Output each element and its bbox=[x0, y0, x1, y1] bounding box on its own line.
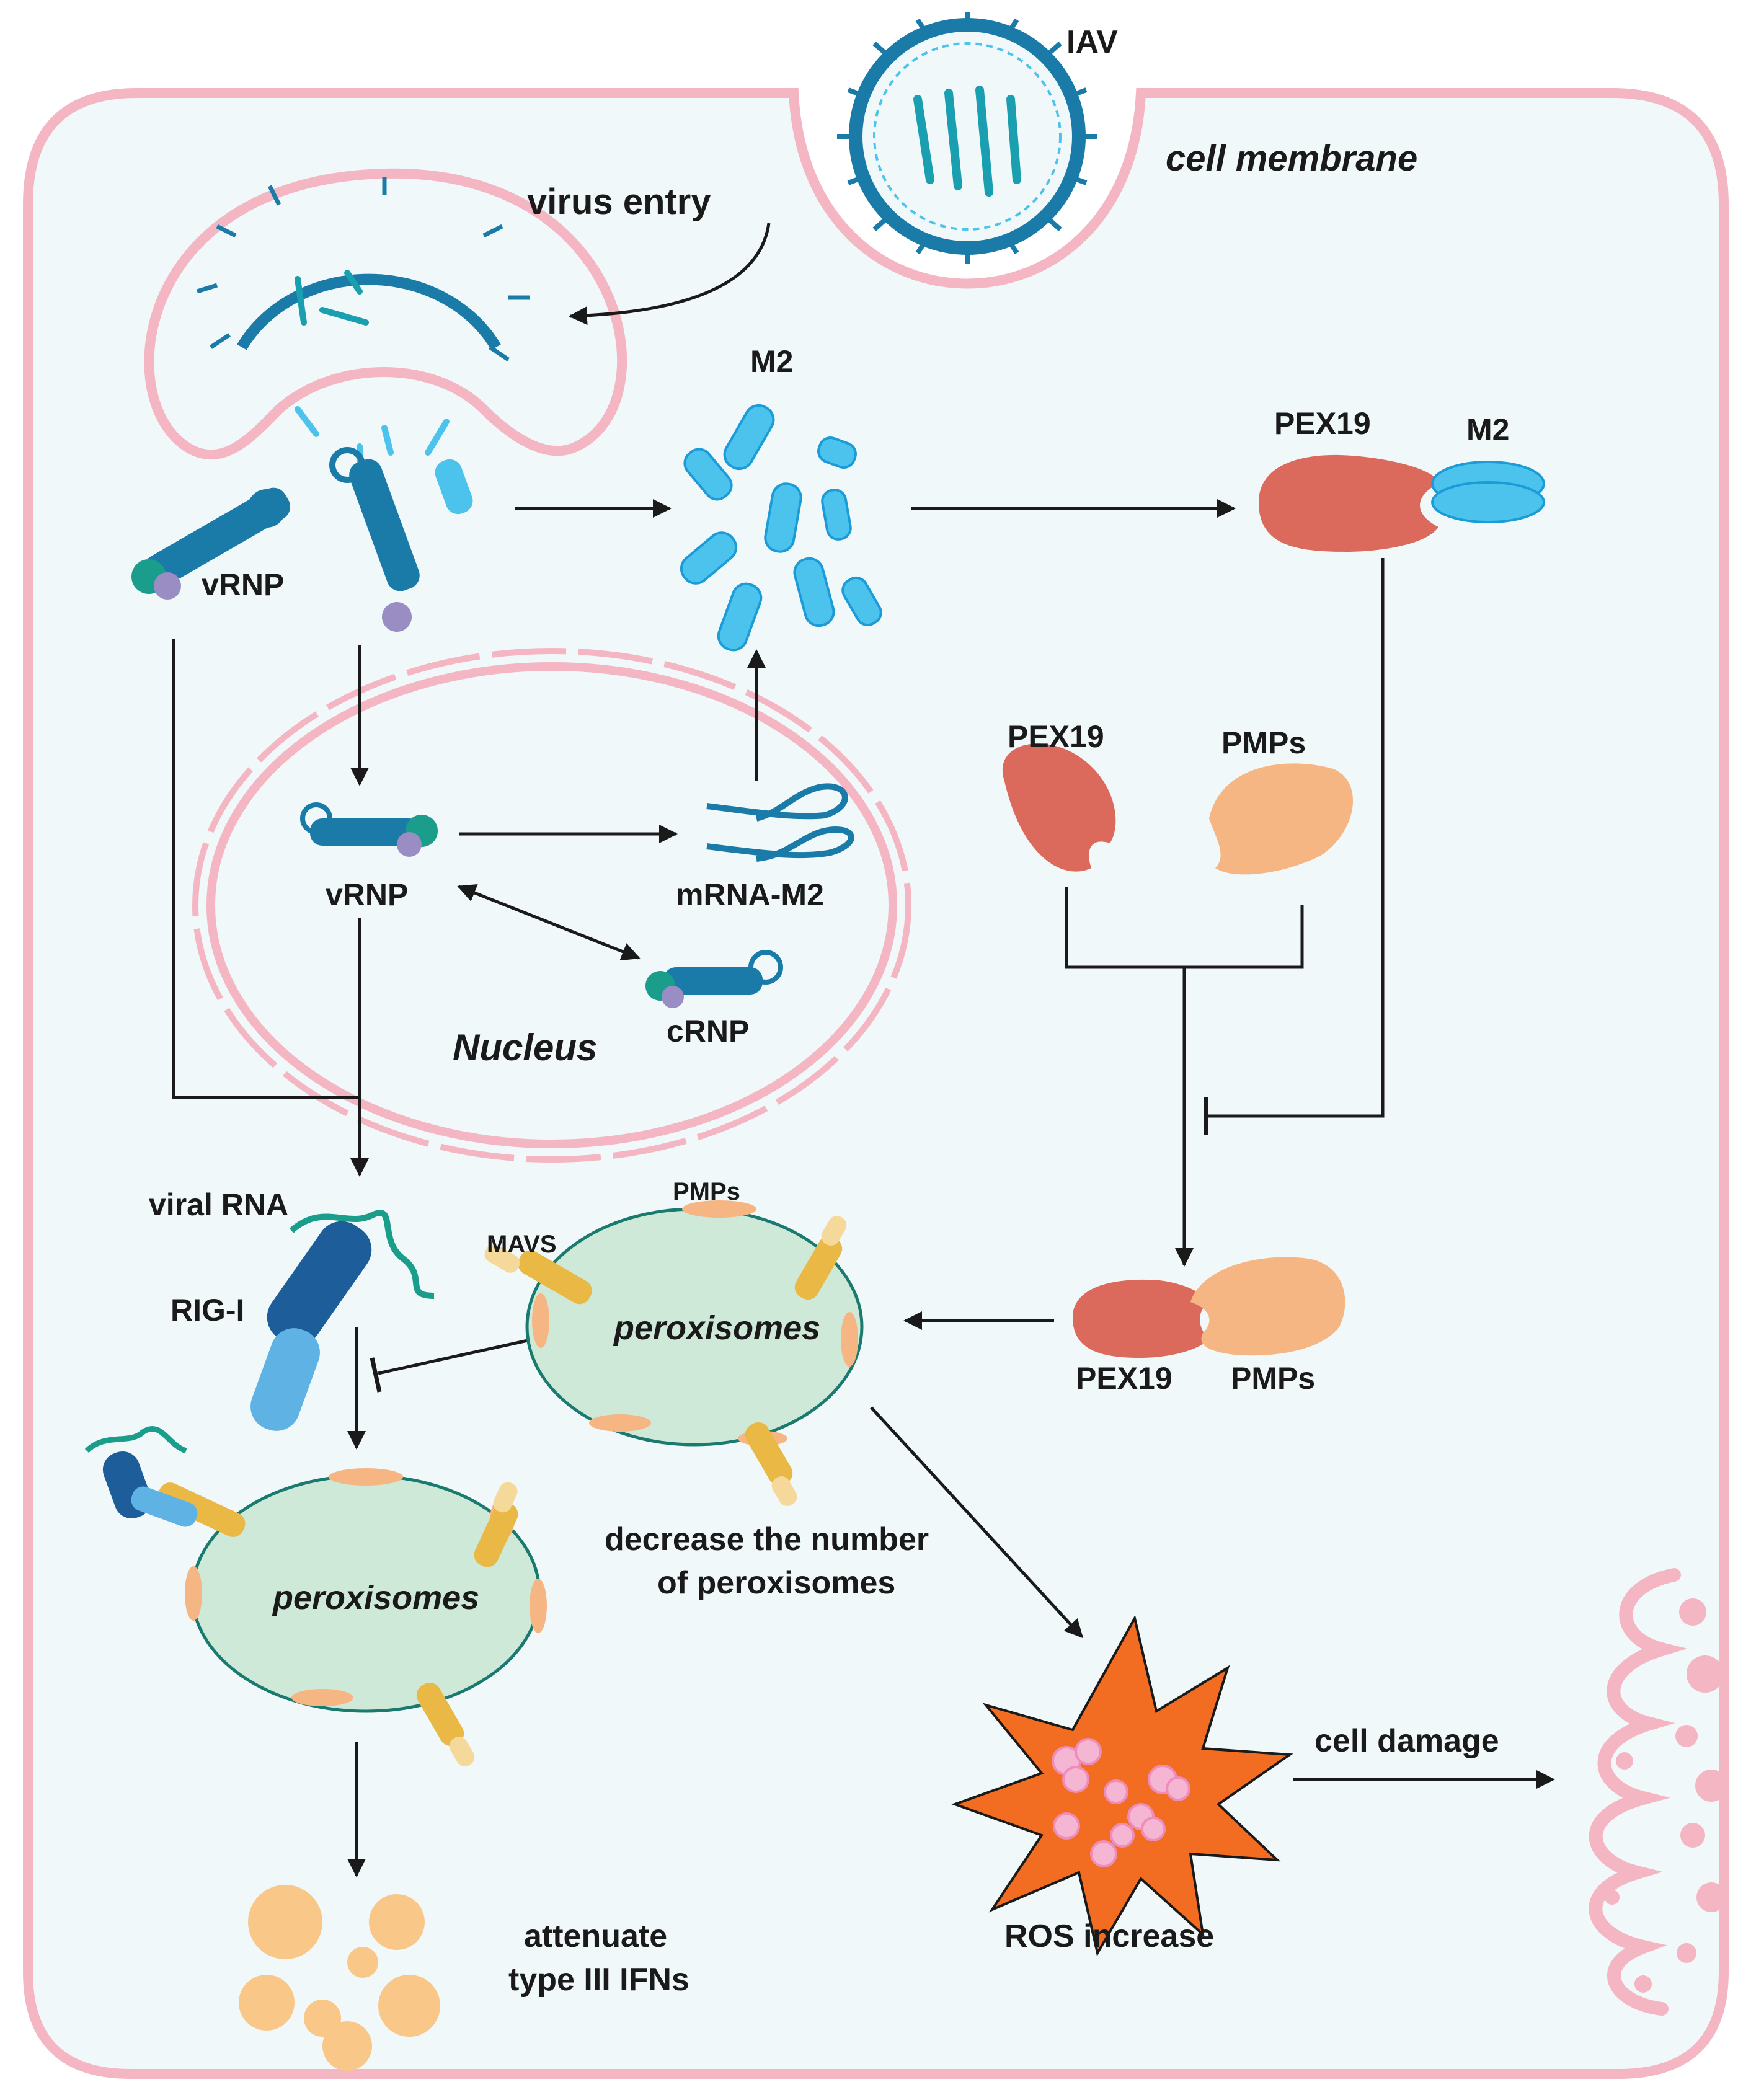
decrease-line2: of peroxisomes bbox=[657, 1565, 895, 1601]
m2-cluster bbox=[680, 404, 882, 652]
mrna-m2 bbox=[706, 783, 854, 862]
peroxisome-inhibition-bar bbox=[370, 1357, 382, 1393]
mavs-lower bbox=[157, 1482, 518, 1767]
attenuate-line1: attenuate bbox=[524, 1918, 667, 1954]
mrna-m2-label: mRNA-M2 bbox=[676, 877, 824, 912]
pmps-bottom-label: PMPs bbox=[1231, 1361, 1315, 1396]
decrease-line1: decrease the number bbox=[605, 1522, 929, 1557]
nucleus-label: Nucleus bbox=[453, 1027, 597, 1068]
replication-arrow bbox=[457, 884, 641, 960]
peroxisomes-lower-label: peroxisomes bbox=[272, 1579, 479, 1616]
pmps-mid-label: PMPs bbox=[1221, 725, 1306, 760]
ros-increase-label: ROS increase bbox=[1004, 1918, 1214, 1954]
pex19-free bbox=[1002, 743, 1116, 872]
mavs-upper bbox=[484, 1215, 847, 1507]
vrnp-cytoplasm-left bbox=[131, 487, 291, 600]
pex19-mid-label: PEX19 bbox=[1008, 719, 1104, 754]
m2-inhibition-line bbox=[1206, 558, 1385, 1118]
pmps-free bbox=[1209, 763, 1354, 875]
rig-i-label: RIG-I bbox=[171, 1293, 244, 1327]
type-iii-ifns bbox=[239, 1885, 440, 2071]
vrnp-cytoplasm-label: vRNP bbox=[202, 567, 284, 602]
pex19-top-label: PEX19 bbox=[1274, 406, 1371, 441]
iav-label: IAV bbox=[1066, 24, 1118, 60]
attenuate-line2: type III IFNs bbox=[508, 1962, 689, 1998]
peroxisomes-upper-label: peroxisomes bbox=[613, 1309, 820, 1347]
viral-rna-label: viral RNA bbox=[149, 1187, 288, 1222]
crnp bbox=[645, 950, 783, 1008]
cell-membrane-label: cell membrane bbox=[1166, 138, 1417, 179]
peroxisome-lower bbox=[84, 1426, 547, 1767]
vrnp-nucleus-label: vRNP bbox=[326, 877, 408, 912]
peroxisome-inhibition-line bbox=[378, 1337, 534, 1375]
peroxisome-upper bbox=[484, 1200, 864, 1507]
peroxisome-to-ros-arrow bbox=[870, 1406, 1084, 1639]
vrnp-cytoplasm-right bbox=[329, 447, 420, 632]
vrnp-nucleus bbox=[300, 802, 438, 857]
endosome bbox=[144, 168, 627, 459]
virus-entry-arrow bbox=[569, 223, 771, 326]
virus-entry-label: virus entry bbox=[527, 182, 711, 222]
m2-right-label: M2 bbox=[1466, 412, 1509, 447]
rig-i bbox=[250, 1210, 435, 1431]
ros-burst bbox=[951, 1615, 1293, 1957]
pex19-bottom-label: PEX19 bbox=[1076, 1361, 1173, 1396]
crnp-label: cRNP bbox=[667, 1014, 749, 1048]
pmps-peroxisome-label: PMPs bbox=[673, 1178, 740, 1205]
membrane-debris bbox=[1605, 1598, 1727, 1993]
pex19-m2-complex bbox=[1259, 454, 1545, 552]
damaged-membrane bbox=[1589, 1568, 1688, 2016]
pex19-pmps-complex bbox=[1073, 1257, 1345, 1358]
rig-i-bound bbox=[84, 1426, 198, 1527]
m2-top-label: M2 bbox=[750, 344, 793, 379]
cell-damage-label: cell damage bbox=[1314, 1723, 1499, 1759]
iav-virus bbox=[837, 12, 1097, 264]
vrnp-left-line bbox=[172, 639, 360, 1099]
mavs-label: MAVS bbox=[487, 1231, 557, 1258]
